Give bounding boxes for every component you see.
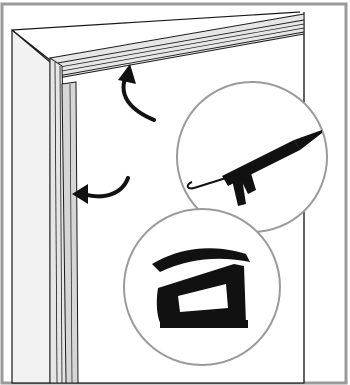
- curved-arrow-up-icon: [118, 64, 156, 122]
- curved-arrow-left-icon: [72, 176, 130, 204]
- staple-gun-icon: [152, 248, 250, 328]
- top-molding: [49, 13, 305, 79]
- caulk-gun-callout: [176, 81, 328, 233]
- side-molding: [49, 57, 79, 384]
- caulk-gun-icon: [186, 130, 322, 206]
- staple-gun-callout: [123, 208, 281, 366]
